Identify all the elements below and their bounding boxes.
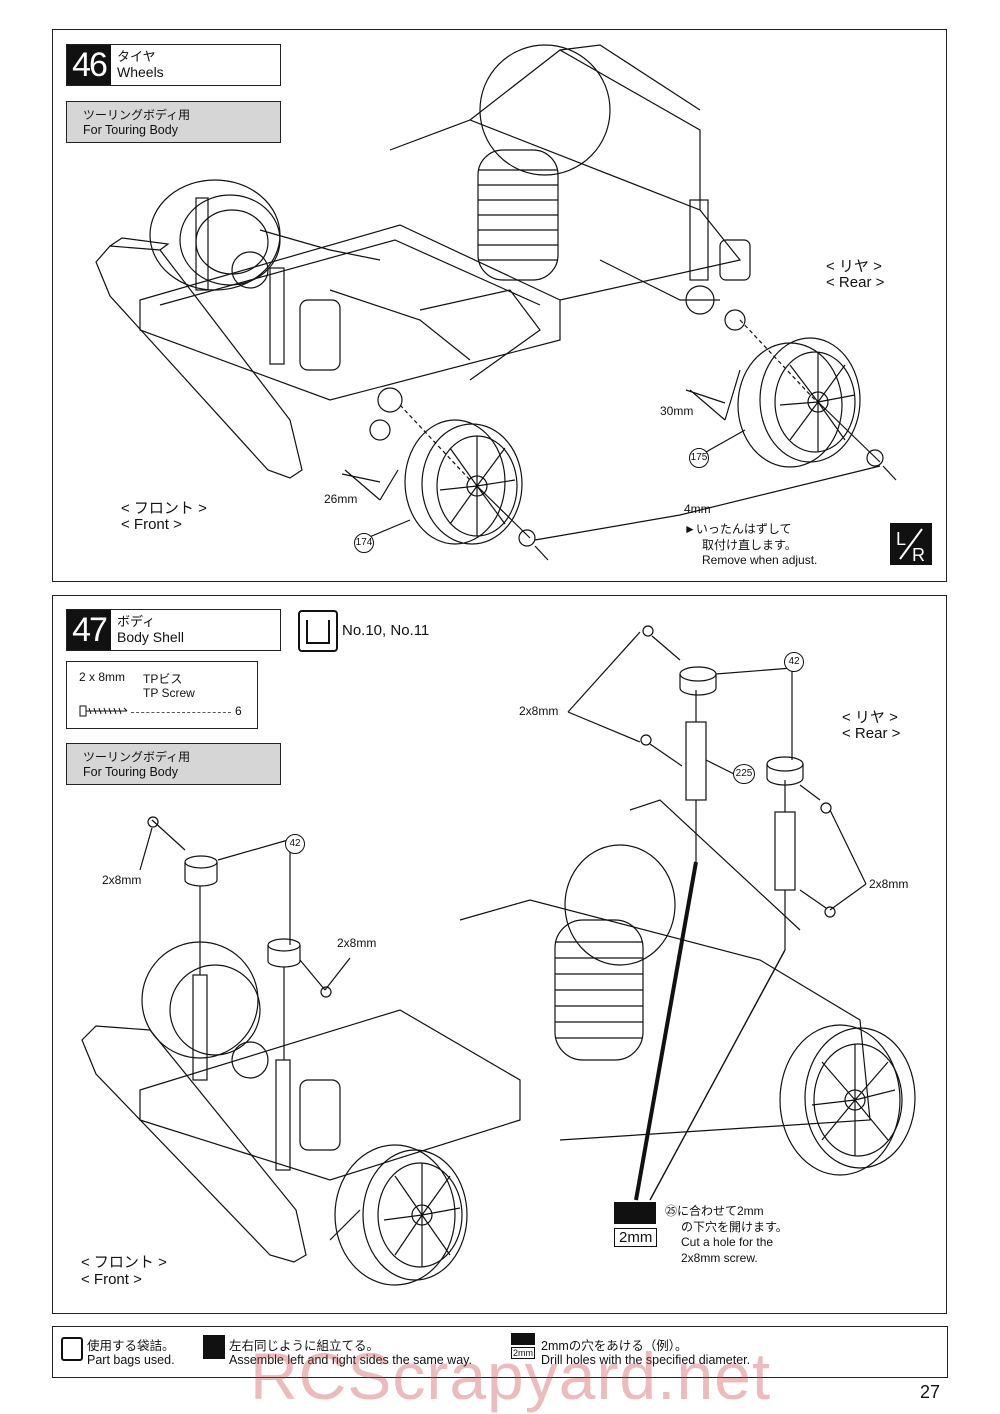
bag-icon-inner [306,620,330,644]
step-47-illustration [81,625,916,1286]
svg-text:R: R [912,545,925,565]
legend-bag-icon [61,1337,83,1361]
step-46-rear-jp: < リヤ > [826,258,882,275]
screw-icon [79,705,128,717]
step-47-front-en: < Front > [81,1271,142,1288]
step-47-bags: No.10, No.11 [342,622,430,639]
step-46-nut-size: 4mm [684,502,711,516]
step-46-remove-jp-2: 取付け直します。 [702,538,797,552]
step-46-title-jp: タイヤ [117,50,156,65]
step-46-remove-jp-1: ►いったんはずして [684,522,792,536]
lr-glyph-icon: L R [896,528,925,565]
screw-en: TP Screw [143,686,195,700]
step-47-front-jp: < フロント > [81,1254,167,1271]
step-47-drill-jp-1: ㉕に合わせて2mm [665,1204,764,1218]
step-47-screw-label-right-top: 2x8mm [519,704,559,718]
page-number: 27 [919,1382,940,1402]
legend-drill-en: Drill holes with the specified diameter. [541,1353,751,1367]
legend-bags-jp: 使用する袋詰。 [87,1339,175,1353]
bag-icon [298,610,338,652]
svg-text:L: L [896,529,906,549]
legend-bags-en: Part bags used. [87,1353,175,1367]
step-47-rear-en: < Rear > [842,725,901,742]
legend-drill-icon-label: 2mm [511,1347,535,1359]
screw-box: 2 x 8mm TPビス TP Screw 6 [66,661,258,729]
screw-dots [131,712,231,713]
legend-drill-jp: 2mmの穴をあける（例）。 [541,1339,688,1353]
step-46-rear-en: < Rear > [826,274,885,291]
step-47-note-jp: ツーリングボディ用 [83,750,191,764]
step-47-drill-en-2: 2x8mm screw. [681,1251,758,1265]
step-46-title-en: Wheels [117,64,164,80]
step-47-panel [52,595,947,1314]
legend-lr-icon [203,1335,225,1359]
legend-drill-icon [511,1333,535,1345]
step-46-note: ツーリングボディ用 For Touring Body [66,101,281,143]
step-47-title-en: Body Shell [117,629,184,645]
step-47-part-42-rear: 42 [784,652,804,672]
watermark: RCScrapyard.net [250,1339,772,1413]
screw-jp: TPビス [143,672,183,686]
step-46-part-front: 174 [354,533,374,553]
screw-size: 2 x 8mm [79,670,126,684]
step-46-note-jp: ツーリングボディ用 [83,108,191,122]
step-46-dim-front: 26mm [324,492,358,506]
step-47-screw-label-right: 2x8mm [869,877,909,891]
step-46-number: 46 [67,45,111,85]
step-47-drill-en-1: Cut a hole for the [681,1235,774,1249]
legend-lr-en: Assemble left and right sides the same w… [229,1353,472,1367]
lr-icon: L R [890,523,932,565]
step-46-note-en: For Touring Body [83,123,178,137]
step-47-title-jp: ボディ [117,615,156,630]
step-47-part-225: 225 [733,764,755,784]
step-47-header: 47 ボディ Body Shell [66,609,281,651]
step-47-note-en: For Touring Body [83,765,178,779]
step-46-header: 46 タイヤ Wheels [66,44,281,86]
step-46-front-jp: < フロント > [121,500,207,517]
step-47-note: ツーリングボディ用 For Touring Body [66,743,281,785]
step-47-screw-label-left: 2x8mm [102,873,142,887]
step-46-dim-rear: 30mm [660,404,694,418]
step-47-part-42-front: 42 [285,834,305,854]
screw-qty: 6 [235,704,242,718]
legend-box: 使用する袋詰。 Part bags used. 左右同じように組立てる。 Ass… [52,1326,948,1378]
step-47-drill-jp-2: の下穴を開けます。 [681,1220,788,1234]
step-47-number: 47 [67,610,111,650]
step-46-remove-en: Remove when adjust. [702,553,818,567]
legend-lr-jp: 左右同じように組立てる。 [229,1339,380,1353]
step-47-rear-jp: < リヤ > [842,709,898,726]
step-46-part-rear: 175 [689,448,709,468]
step-47-screw-label-center: 2x8mm [337,936,377,950]
drill-icon-label: 2mm [614,1228,658,1247]
step-46-illustration [95,44,897,561]
step-46-front-en: < Front > [121,516,182,533]
